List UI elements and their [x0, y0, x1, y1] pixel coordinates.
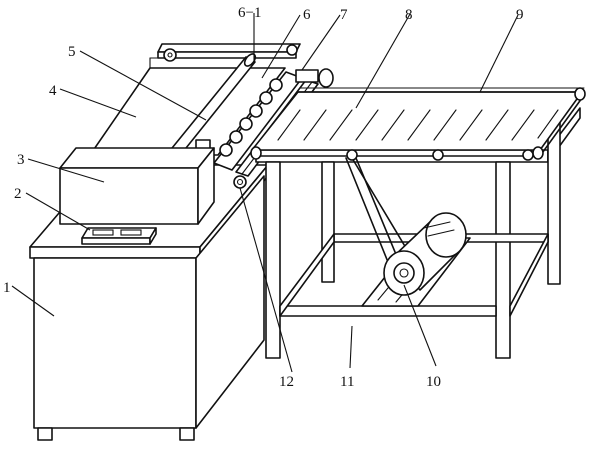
control-panel: [81, 227, 157, 245]
label-1: 1: [3, 280, 11, 296]
label-6-1: 6−1: [238, 5, 261, 21]
label-8: 8: [405, 7, 413, 23]
motor: [383, 212, 467, 296]
cabinet-base: [29, 164, 269, 441]
feed-box: [59, 147, 215, 225]
top-guide-rail: [157, 43, 301, 62]
label-11: 11: [340, 374, 354, 390]
label-12: 12: [279, 374, 294, 390]
label-3: 3: [17, 152, 25, 168]
label-5: 5: [68, 44, 76, 60]
label-9: 9: [516, 7, 524, 23]
label-7: 7: [340, 7, 348, 23]
label-4: 4: [49, 83, 57, 99]
label-2: 2: [14, 186, 22, 202]
part-labels: 1 2 3 4 5 6−1 6 7 8 9 10 11 12: [3, 5, 524, 390]
drive-belts: [345, 157, 413, 273]
label-6: 6: [303, 7, 311, 23]
leader-lines: [11, 13, 519, 373]
label-10: 10: [426, 374, 441, 390]
conveyor-belt: [250, 87, 586, 161]
